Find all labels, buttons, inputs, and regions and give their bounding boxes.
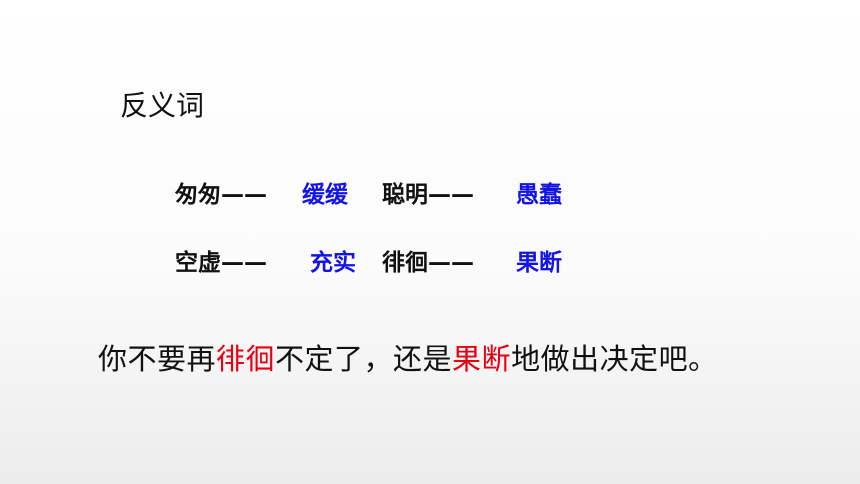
pair-word-4: 徘徊——	[382, 250, 474, 276]
sentence-highlight-2: 果断	[452, 342, 512, 376]
pair-word-1: 匆匆——	[175, 182, 267, 208]
slide-title: 反义词	[120, 89, 205, 122]
pair-answer-3: 充实	[310, 250, 356, 276]
sentence-part-2: 不定了，还是	[275, 342, 453, 376]
pair-answer-2: 愚蠢	[516, 182, 562, 208]
sentence-part-1: 你不要再	[98, 342, 217, 376]
pair-word-3: 空虚——	[175, 250, 267, 276]
sentence-highlight-1: 徘徊	[216, 342, 276, 376]
example-sentence: 你不要再徘徊不定了，还是果断地做出决定吧。	[98, 336, 718, 378]
pair-word-2: 聪明——	[382, 182, 474, 208]
sentence-part-3: 地做出决定吧。	[511, 342, 718, 376]
pair-answer-1: 缓缓	[302, 182, 348, 208]
pair-answer-4: 果断	[516, 250, 562, 276]
